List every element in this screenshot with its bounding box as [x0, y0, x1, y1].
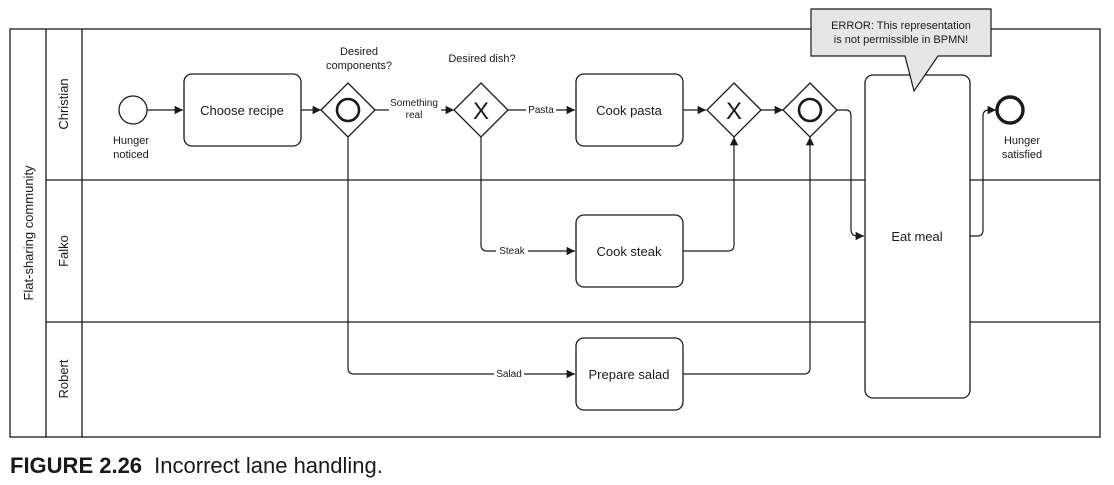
figure-number: FIGURE 2.26: [10, 453, 143, 478]
flow-label-salad: Salad: [496, 369, 522, 380]
task-choose-recipe-label: Choose recipe: [200, 103, 284, 118]
gateway-components-label-2: components?: [326, 60, 392, 72]
exclusive-marker-icon: X: [473, 98, 489, 125]
flow-steak-to-merge: [683, 137, 739, 252]
task-prepare-salad-label: Prepare salad: [589, 367, 670, 382]
start-event-label-2: noticed: [113, 149, 148, 161]
pool-border: [9, 28, 1101, 438]
task-cook-pasta[interactable]: [575, 73, 684, 147]
flow-join-to-eat: [837, 109, 864, 241]
gateway-components-label-1: Desired: [340, 46, 378, 58]
sequence-flows: [147, 105, 996, 379]
error-callout-line-1: ERROR: This representation: [831, 20, 971, 32]
gateway-dish-label: Desired dish?: [448, 53, 515, 65]
error-callout: [810, 8, 992, 93]
inclusive-marker-icon: [335, 97, 361, 123]
task-cook-steak-label: Cook steak: [596, 244, 662, 259]
gateway-dish[interactable]: [453, 82, 509, 138]
flow-eat-to-end: [970, 105, 996, 237]
error-callout-line-2: is not permissible in BPMN!: [834, 34, 969, 46]
start-event[interactable]: [118, 95, 148, 125]
pool-label: Flat-sharing community: [21, 165, 36, 301]
gateway-merge-components[interactable]: [782, 82, 838, 138]
task-cook-pasta-label: Cook pasta: [596, 103, 663, 118]
figure-caption: FIGURE 2.26 Incorrect lane handling.: [10, 453, 383, 479]
exclusive-merge-marker-icon: X: [726, 98, 742, 125]
gateway-merge-dish[interactable]: [706, 82, 762, 138]
task-cook-steak[interactable]: [575, 214, 684, 288]
end-event[interactable]: [995, 95, 1025, 125]
flow-label-steak: Steak: [499, 246, 526, 257]
flow-components-to-salad: [347, 137, 575, 379]
flow-salad-to-join: [683, 137, 815, 375]
flow-label-something-real-1: Something: [390, 98, 438, 109]
end-event-label-1: Hunger: [1004, 135, 1040, 147]
flow-dish-to-steak: [480, 137, 575, 256]
flow-label-something-real-2: real: [406, 110, 423, 121]
lane-label-christian: Christian: [56, 78, 71, 129]
end-event-label-2: satisfied: [1002, 149, 1042, 161]
inclusive-join-marker-icon: [797, 97, 823, 123]
lane-label-robert: Robert: [56, 359, 71, 398]
figure-caption-text: Incorrect lane handling.: [154, 453, 383, 478]
task-eat-meal-label: Eat meal: [891, 229, 942, 244]
flow-label-pasta: Pasta: [528, 105, 554, 116]
task-choose-recipe[interactable]: [183, 73, 302, 147]
bpmn-diagram: Flat-sharing community Christian Falko R…: [9, 8, 1101, 438]
gateway-components[interactable]: [320, 82, 376, 138]
start-event-label-1: Hunger: [113, 135, 149, 147]
task-prepare-salad[interactable]: [575, 337, 684, 411]
lane-label-falko: Falko: [56, 235, 71, 267]
